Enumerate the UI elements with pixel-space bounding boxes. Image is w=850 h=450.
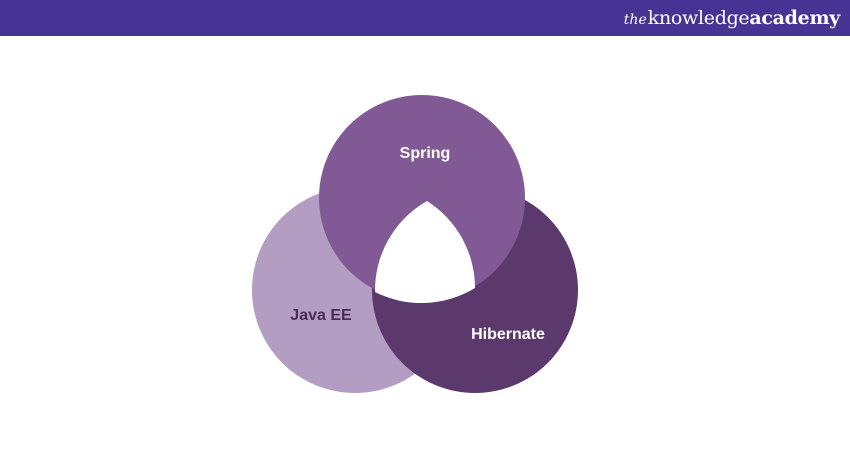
- center-intersection: [374, 201, 475, 304]
- brand-logo-prefix: the: [623, 12, 647, 28]
- spring-circle: [319, 95, 525, 301]
- brand-logo-word-2: academy: [749, 7, 840, 29]
- header-bar: theknowledgeacademy: [0, 0, 850, 36]
- spring-label: Spring: [400, 145, 451, 162]
- brand-logo-word-1: knowledge: [647, 7, 750, 29]
- java-ee-label: Java EE: [290, 307, 352, 324]
- hibernate-label: Hibernate: [471, 326, 545, 343]
- brand-logo: theknowledgeacademy: [623, 6, 841, 30]
